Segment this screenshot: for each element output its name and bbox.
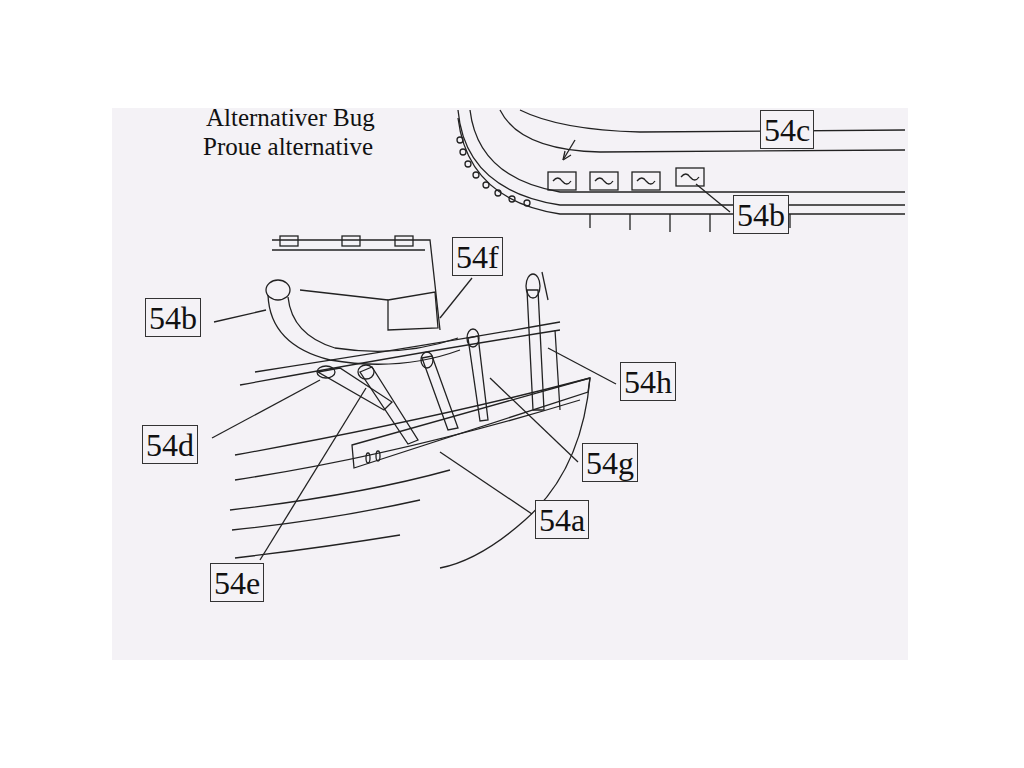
callout-number: 54f bbox=[452, 237, 503, 276]
callout-number: 54c bbox=[760, 110, 814, 149]
callout-number: 54b bbox=[145, 298, 201, 337]
callout-number: 54h bbox=[620, 362, 676, 401]
callout-number: 54b bbox=[733, 195, 789, 234]
callout-number: 54g bbox=[582, 443, 638, 482]
callout-number: 54e bbox=[210, 563, 264, 602]
callout-number: 54d bbox=[142, 425, 198, 464]
callout-number: 54a bbox=[535, 500, 589, 539]
title-text: Alternativer Bug bbox=[206, 104, 375, 132]
title-text: Proue alternative bbox=[203, 133, 373, 161]
